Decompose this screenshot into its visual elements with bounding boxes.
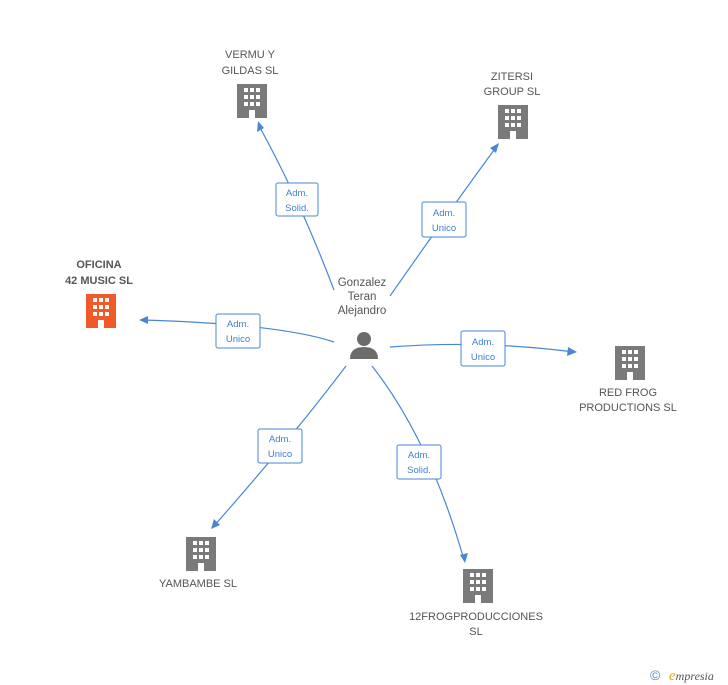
company-node-zitersi[interactable]: ZITERSI GROUP SL [484,71,541,139]
role-line-1: Adm. [408,450,430,461]
role-line-1: Adm. [433,208,455,219]
building-icon [615,346,645,380]
company-name-line-1: RED FROG [599,387,657,399]
role-line-1: Adm. [286,188,308,199]
company-name-line-1: ZITERSI [491,71,533,83]
company-name-line-2: PRODUCTIONS SL [579,402,677,414]
role-line-2: Unico [226,334,250,345]
building-icon [463,569,493,603]
arrow-yambambe-icon [211,519,220,529]
role-label-12frog[interactable]: Adm. Solid. [396,444,442,480]
building-icon [186,537,216,571]
person-node[interactable]: Gonzalez Teran Alejandro [338,277,387,359]
role-label-zitersi[interactable]: Adm. Unico [421,201,467,238]
arrow-oficina-icon [139,316,148,324]
company-name-line-1: 12FROGPRODUCCIONES [409,611,543,623]
role-label-oficina[interactable]: Adm. Unico [215,313,261,349]
arrow-zitersi-icon [490,143,499,153]
role-line-2: Solid. [407,465,431,476]
company-node-oficina[interactable]: OFICINA 42 MUSIC SL [65,259,133,328]
arrow-vermu-icon [257,121,264,132]
person-name-line-2: Teran [348,291,377,303]
company-name-line-2: SL [469,626,482,638]
company-node-12frog[interactable]: 12FROGPRODUCCIONES SL [409,569,543,638]
building-icon [237,84,267,118]
company-name-line-1: YAMBAMBE SL [159,578,237,590]
role-label-yambambe[interactable]: Adm. Unico [257,428,303,464]
person-name-line-1: Gonzalez [338,277,387,289]
brand-name: mpresia [676,669,714,683]
building-icon [498,105,528,139]
company-name-line-2: GROUP SL [484,86,541,98]
arrow-12frog-icon [460,553,468,563]
role-line-2: Unico [471,352,495,363]
company-node-yambambe[interactable]: YAMBAMBE SL [159,537,237,590]
arrow-redfrog-icon [567,347,577,356]
person-name-line-3: Alejandro [338,305,387,317]
brand-initial: e [669,668,676,684]
brand-logo[interactable]: © empresia [650,667,714,684]
role-line-1: Adm. [227,319,249,330]
company-node-vermu[interactable]: VERMU Y GILDAS SL [222,49,279,118]
company-name-line-2: 42 MUSIC SL [65,275,133,287]
role-line-2: Unico [268,449,292,460]
role-label-vermu[interactable]: Adm. Solid. [275,182,319,217]
building-icon [86,294,116,328]
svg-text:empresia: empresia [669,668,714,684]
company-node-redfrog[interactable]: RED FROG PRODUCTIONS SL [579,346,677,414]
person-icon [350,332,378,359]
company-name-line-1: OFICINA [76,259,121,271]
copyright-icon: © [650,667,661,683]
role-line-2: Solid. [285,203,309,214]
role-line-1: Adm. [269,434,291,445]
role-label-redfrog[interactable]: Adm. Unico [460,330,506,367]
company-name-line-2: GILDAS SL [222,65,279,77]
role-line-2: Unico [432,223,456,234]
company-name-line-1: VERMU Y [225,49,276,61]
role-line-1: Adm. [472,337,494,348]
